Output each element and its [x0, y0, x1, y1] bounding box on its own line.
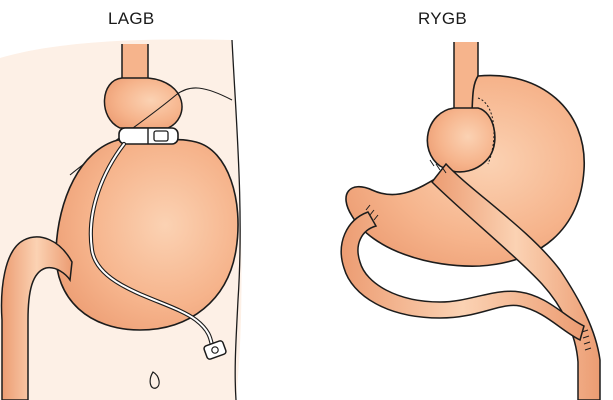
rygb-gastric-pouch — [427, 108, 495, 172]
lagb-stomach-body — [56, 140, 238, 330]
band-clip — [154, 131, 168, 141]
rygb-panel — [341, 42, 600, 400]
lagb-panel — [0, 39, 241, 400]
